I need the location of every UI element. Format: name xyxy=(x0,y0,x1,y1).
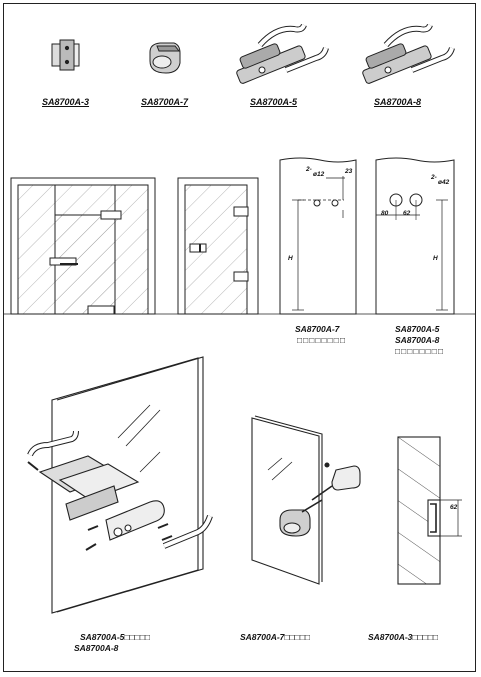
model-label-sa8700a-8: SA8700A-8 xyxy=(374,97,422,107)
caption-assembly-sa8700a-7: SA8700A-7□□□□□ xyxy=(240,632,311,642)
model-label-sa8700a-7: SA8700A-7 xyxy=(141,97,189,107)
caption-sa8700a-5: SA8700A-5 xyxy=(395,324,440,334)
wall-dim-62: 62 xyxy=(450,504,458,511)
small-glass-assembly-drawing xyxy=(251,415,361,585)
offset-dim-left: 23 xyxy=(345,168,353,175)
caption-assembly-sa8700a-3: SA8700A-3□□□□□ xyxy=(368,632,439,642)
holes-right-count: 2- xyxy=(431,174,437,181)
hole-dia-left: ø12 xyxy=(313,171,325,178)
wall-section-drawing xyxy=(397,436,462,585)
caption-right-sub: □□□□□□□□ xyxy=(395,346,445,356)
double-door-elevation xyxy=(10,177,156,315)
caption-sa8700a-7: SA8700A-7 xyxy=(295,324,340,334)
hole-dia-right: ø42 xyxy=(438,179,450,186)
single-door-elevation xyxy=(177,177,259,315)
glass-panel-right-drawing xyxy=(375,157,455,315)
caption-sa8700a-8: SA8700A-8 xyxy=(395,335,440,345)
holes-left-count: 2- xyxy=(306,166,312,173)
model-label-sa8700a-5: SA8700A-5 xyxy=(250,97,298,107)
product-sa8700a-8-image xyxy=(362,23,455,84)
glass-panel-left-drawing xyxy=(279,157,357,315)
product-sa8700a-7-image xyxy=(149,42,181,74)
caption-assembly-sa8700a-5: SA8700A-5□□□□□ xyxy=(80,632,151,642)
model-label-sa8700a-3: SA8700A-3 xyxy=(42,97,90,107)
height-dim-left: H xyxy=(288,255,293,262)
center-dim-80: 80 xyxy=(381,210,389,217)
center-dim-62: 62 xyxy=(403,210,411,217)
caption-assembly-sa8700a-8: SA8700A-8 xyxy=(74,643,119,653)
caption-sa8700a-7-sub: □□□□□□□□ xyxy=(297,335,347,345)
large-glass-assembly-drawing xyxy=(27,356,213,614)
product-sa8700a-5-image xyxy=(236,23,329,84)
height-dim-right: H xyxy=(433,255,438,262)
product-sa8700a-3-image xyxy=(51,39,80,71)
page-frame xyxy=(3,3,476,672)
